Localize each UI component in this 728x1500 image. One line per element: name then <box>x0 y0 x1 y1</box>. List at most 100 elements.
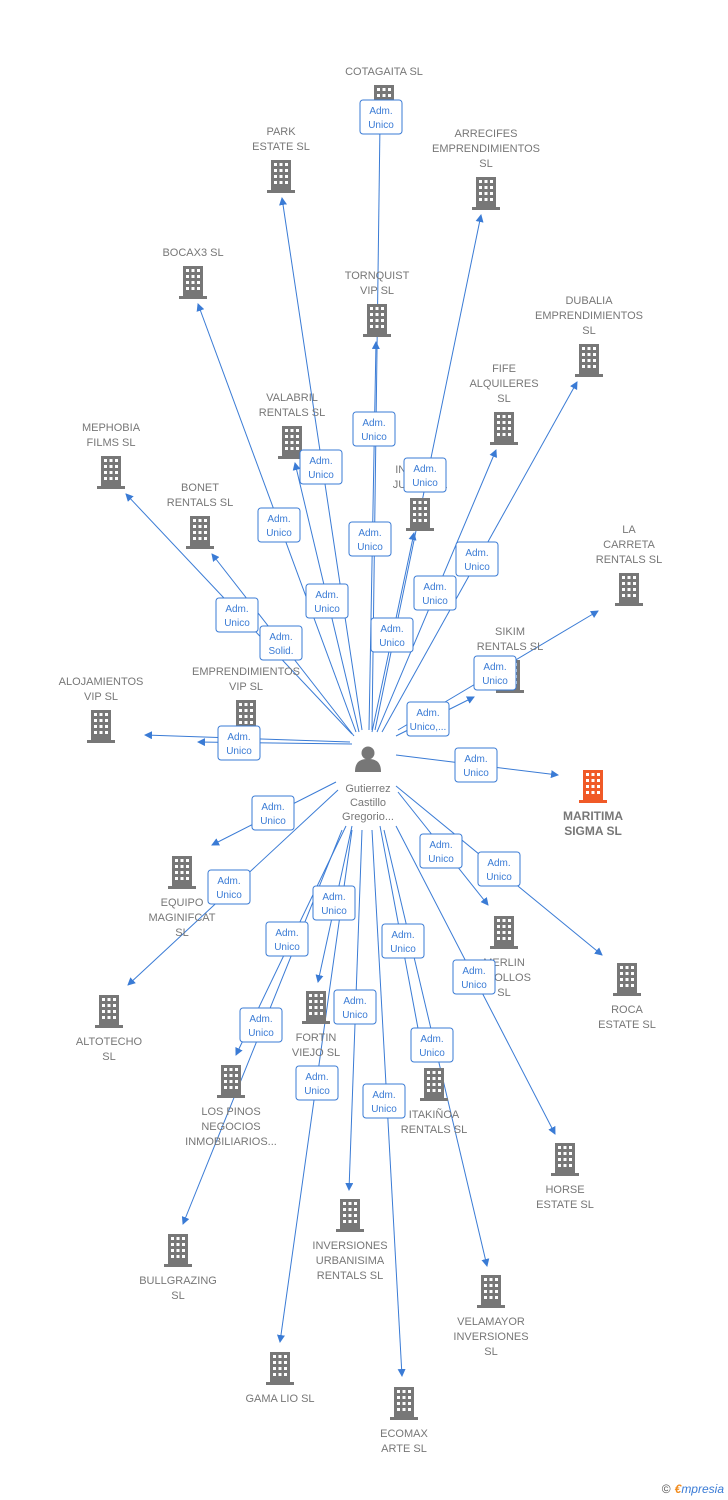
edge-label-line: Unico <box>422 596 448 607</box>
edge-role-label-roca: Adm.Unico <box>477 851 521 887</box>
company-node-bocax3[interactable]: BOCAX3 SL <box>162 247 224 299</box>
edge-label-box <box>251 795 295 831</box>
edge-label-line: Adm. <box>315 590 338 601</box>
edge-label-line: Unico <box>461 980 487 991</box>
edge-label-line: Adm. <box>267 514 290 525</box>
edge-label-line: Unico <box>226 746 252 757</box>
edge-label-line: Adm. <box>225 604 248 615</box>
edge-role-label-dubalia: Adm.Unico <box>455 541 499 577</box>
building-icon <box>302 991 330 1024</box>
edge-label-box <box>419 833 463 869</box>
edge-label-line: Adm. <box>305 1072 328 1083</box>
edge-role-label-fortin: Adm.Unico <box>312 885 356 921</box>
company-label-line: LOS PINOS <box>201 1106 260 1118</box>
company-node-lospinos[interactable]: LOS PINOSNEGOCIOSINMOBILIARIOS... <box>185 1065 277 1148</box>
edge-label-line: Adm. <box>391 930 414 941</box>
company-label-line: TORNQUIST <box>345 270 410 282</box>
edge-label-line: Adm. <box>423 582 446 593</box>
edge-label-line: Unico <box>357 542 383 553</box>
building-icon <box>168 856 196 889</box>
company-label-line: BOCAX3 SL <box>162 247 223 259</box>
building-icon <box>406 498 434 531</box>
edge-label-box <box>239 1007 283 1043</box>
company-label-line: RENTALS SL <box>259 407 325 419</box>
edge-role-label-tornquist: Adm.Unico <box>352 411 396 447</box>
edge-label-line: Unico <box>371 1104 397 1115</box>
footer-brand: ©€mpresia <box>662 1482 724 1496</box>
company-label-line: SL <box>479 158 492 170</box>
edge-label-box <box>362 1083 406 1119</box>
edge-label-line: Adm. <box>343 996 366 1007</box>
edge-label-box <box>352 411 396 447</box>
edge-role-label-emprendimientos_vip: Adm. Unico <box>370 617 414 653</box>
building-icon <box>336 1199 364 1232</box>
edge-role-label-alojamientos: Adm.Unico <box>217 725 261 761</box>
building-icon <box>551 1143 579 1176</box>
building-icon <box>575 344 603 377</box>
edge-label-box <box>257 507 301 543</box>
company-label-line: HORSE <box>545 1184 584 1196</box>
edge-label-line: Unico,... <box>410 722 447 733</box>
copyright-symbol: © <box>661 1482 671 1496</box>
edge-label-line: Adm. <box>429 840 452 851</box>
company-label-line: RENTALS SL <box>317 1270 383 1282</box>
edge-label-box <box>413 575 457 611</box>
edge-label-line: Adm. <box>483 662 506 673</box>
edge-label-line: Unico <box>463 768 489 779</box>
building-icon <box>179 266 207 299</box>
edge-label-line: Unico <box>379 638 405 649</box>
company-label-line: VIP SL <box>84 691 118 703</box>
company-label-line: LA <box>622 524 636 536</box>
center-person-node[interactable]: Gutierrez Castillo Gregorio... <box>342 746 394 824</box>
company-label-line: INMOBILIARIOS... <box>185 1136 277 1148</box>
company-node-cotagaita[interactable]: COTAGAITA SL <box>345 66 423 118</box>
edge-label-line: Adm. <box>380 624 403 635</box>
company-label-line: MEPHOBIA <box>82 422 141 434</box>
company-label-line: SL <box>582 325 595 337</box>
edge-role-label-lospinos: Adm.Unico <box>265 921 309 957</box>
edge-label-box <box>348 521 392 557</box>
building-icon <box>420 1068 448 1101</box>
edge-label-box <box>473 655 517 691</box>
edge-role-label-inversiones_juan: Adm.Unico <box>348 521 392 557</box>
building-icon <box>164 1234 192 1267</box>
edge-label-box <box>455 541 499 577</box>
edge-role-label-gamalio: Adm.Unico <box>295 1065 339 1101</box>
edge-label-line: Unico <box>274 942 300 953</box>
company-label-line: ALQUILERES <box>469 378 538 390</box>
edge-label-box <box>454 747 498 783</box>
edge-role-label-altotecho: Adm.Unico <box>207 869 251 905</box>
company-label-line: ESTATE SL <box>252 141 310 153</box>
edge-label-box <box>265 921 309 957</box>
edge-label-line: Unico <box>248 1028 274 1039</box>
company-label-line: INVERSIONES <box>453 1331 528 1343</box>
company-label-line: COTAGAITA SL <box>345 66 423 78</box>
edge-label-line: Adm. <box>249 1014 272 1025</box>
edge-label-line: Adm. <box>372 1090 395 1101</box>
company-node-gamalio[interactable]: GAMA LIO SL <box>245 1352 315 1405</box>
center-label-line-1: Gutierrez <box>345 783 390 795</box>
